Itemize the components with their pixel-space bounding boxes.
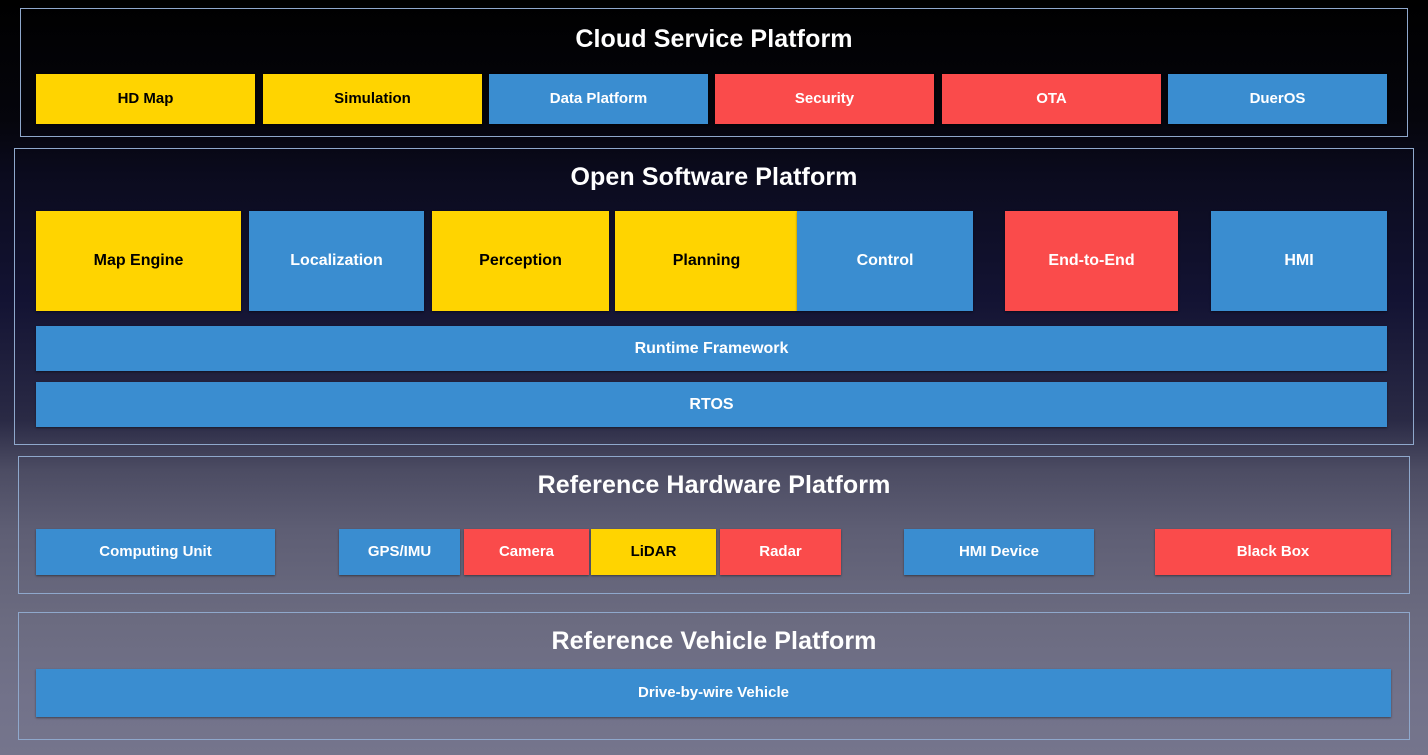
bar-runtime-framework[interactable]: Runtime Framework	[36, 326, 1387, 371]
layer-title-cloud: Cloud Service Platform	[575, 25, 853, 53]
bar-rtos[interactable]: RTOS	[36, 382, 1387, 427]
block-drive-by-wire-vehicle[interactable]: Drive-by-wire Vehicle	[36, 669, 1391, 717]
block-end-to-end[interactable]: End-to-End	[1005, 211, 1178, 311]
block-map-engine[interactable]: Map Engine	[36, 211, 241, 311]
block-hd-map[interactable]: HD Map	[36, 74, 255, 124]
block-gps-imu[interactable]: GPS/IMU	[339, 529, 460, 575]
block-localization[interactable]: Localization	[249, 211, 424, 311]
layer-reference-vehicle-platform: Reference Vehicle Platform Drive-by-wire…	[18, 612, 1410, 740]
layer-open-software-platform: Open Software Platform Map Engine Locali…	[14, 148, 1414, 445]
block-data-platform[interactable]: Data Platform	[489, 74, 708, 124]
layer-cloud-service-platform: Cloud Service Platform HD Map Simulation…	[20, 8, 1408, 137]
block-hmi-device[interactable]: HMI Device	[904, 529, 1094, 575]
block-camera[interactable]: Camera	[464, 529, 589, 575]
layer-title-hardware: Reference Hardware Platform	[537, 471, 891, 499]
block-dueros[interactable]: DuerOS	[1168, 74, 1387, 124]
block-black-box[interactable]: Black Box	[1155, 529, 1391, 575]
block-lidar[interactable]: LiDAR	[591, 529, 716, 575]
block-radar[interactable]: Radar	[720, 529, 841, 575]
block-control[interactable]: Control	[797, 211, 973, 311]
block-hmi[interactable]: HMI	[1211, 211, 1387, 311]
layer-reference-hardware-platform: Reference Hardware Platform Computing Un…	[18, 456, 1410, 594]
block-planning[interactable]: Planning	[615, 211, 798, 311]
layer-title-vehicle: Reference Vehicle Platform	[551, 627, 877, 655]
block-security[interactable]: Security	[715, 74, 934, 124]
layer-title-software: Open Software Platform	[570, 163, 858, 191]
block-perception[interactable]: Perception	[432, 211, 609, 311]
block-ota[interactable]: OTA	[942, 74, 1161, 124]
block-computing-unit[interactable]: Computing Unit	[36, 529, 275, 575]
block-simulation[interactable]: Simulation	[263, 74, 482, 124]
